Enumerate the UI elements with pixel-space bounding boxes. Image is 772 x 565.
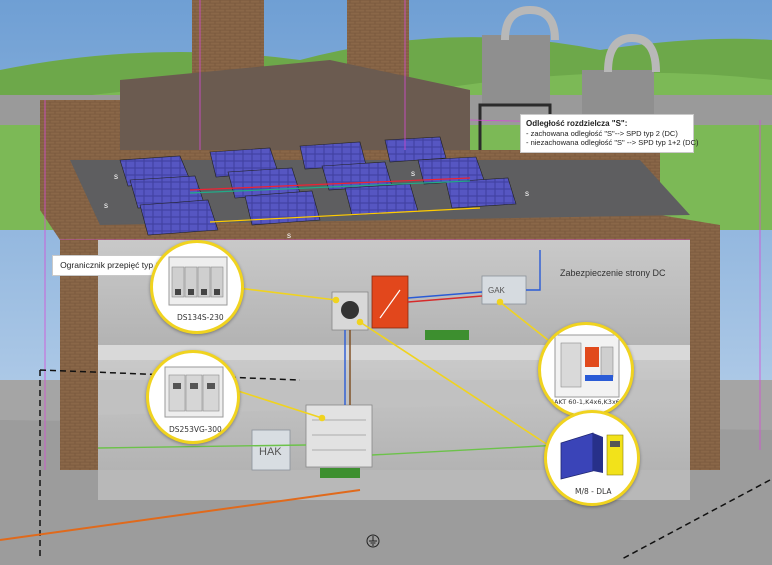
spacing-label-s-2: s bbox=[114, 172, 118, 181]
separation-distance-note: Odległość rozdzielcza "S": - zachowana o… bbox=[520, 114, 699, 153]
gak-box-label: GAK bbox=[488, 286, 505, 295]
spacing-label-s-4: s bbox=[525, 189, 529, 198]
product-callout-ds253vg: DS253VG-300 bbox=[146, 350, 240, 444]
callout-lines bbox=[234, 287, 549, 446]
surge-arrester-4-pole-icon bbox=[168, 256, 228, 306]
spacing-label-s-1: s bbox=[104, 201, 108, 210]
product-callout-m8-dla: M/8 - DLA bbox=[544, 410, 640, 506]
data-line-protector-icon bbox=[560, 432, 624, 480]
product-callout-ds134s: DS134S-230 bbox=[150, 240, 244, 334]
earth-ground-icon bbox=[366, 534, 380, 548]
spacing-label-s-5: s bbox=[287, 231, 291, 240]
product-callout-gakt: GAKT 60-1,K4x6,K3x6,X,X bbox=[538, 322, 634, 418]
note-title: Odległość rozdzielcza "S": bbox=[526, 119, 628, 128]
hak-box-label: HAK bbox=[259, 446, 282, 458]
product-caption: DS134S-230 bbox=[177, 313, 224, 322]
product-caption: M/8 - DLA bbox=[575, 487, 612, 496]
solar-panel-array bbox=[119, 136, 517, 236]
note-line: - niezachowana odległość "S" --> SPD typ… bbox=[526, 138, 699, 148]
note-line: - zachowana odległość "S"--> SPD typ 2 (… bbox=[526, 129, 678, 138]
product-caption: DS253VG-300 bbox=[169, 425, 222, 434]
product-caption: GAKT 60-1,K4x6,K3x6,X,X bbox=[549, 398, 633, 406]
combiner-box-icon bbox=[554, 334, 620, 398]
spacing-label-s-3: s bbox=[411, 169, 415, 178]
surge-arrester-3-pole-icon bbox=[164, 366, 224, 418]
dc-protection-label: Zabezpieczenie strony DC bbox=[560, 268, 666, 278]
